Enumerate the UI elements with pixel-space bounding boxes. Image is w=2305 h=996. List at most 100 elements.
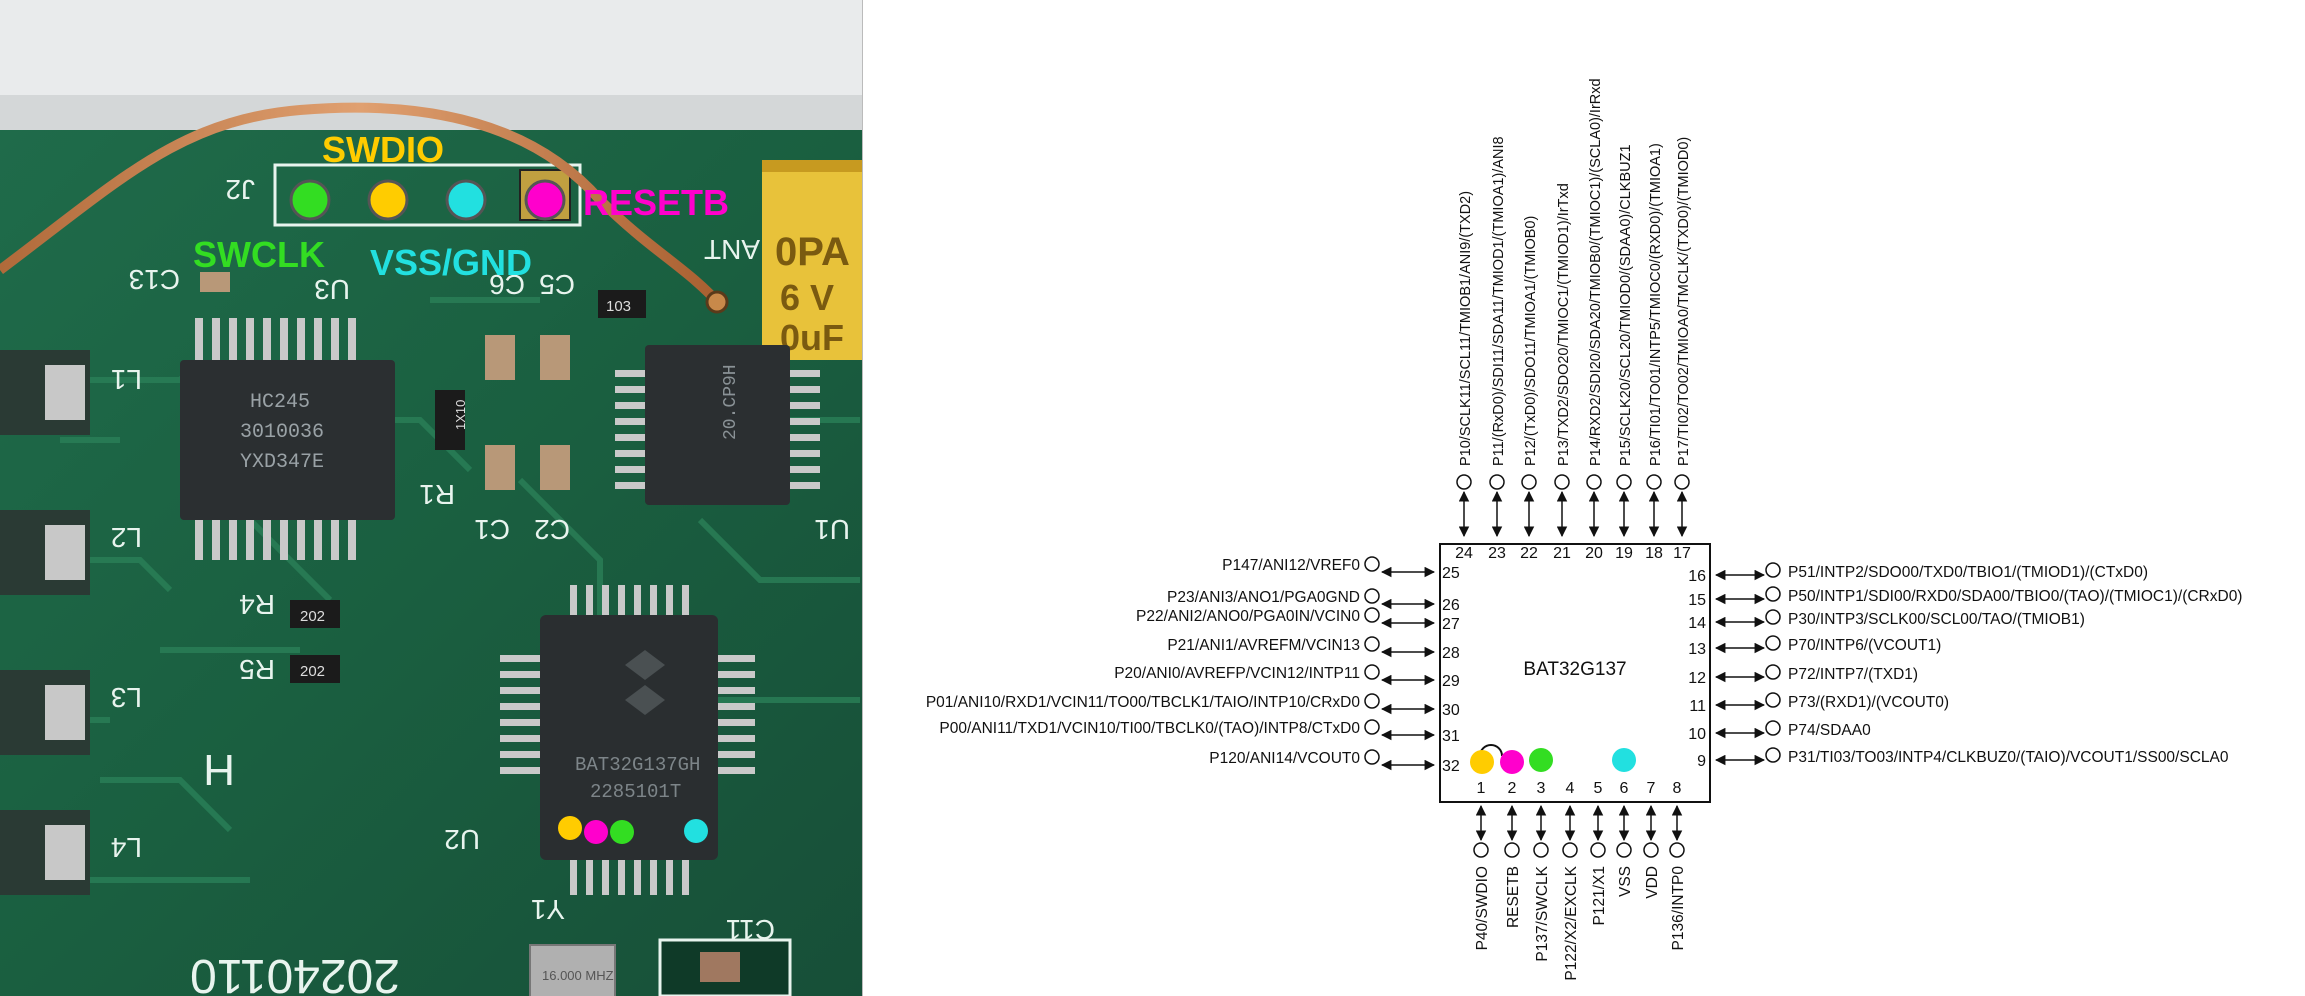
pin-number: 30 (1442, 702, 1460, 719)
hc245-chip: HC245 3010036 YXD347E (180, 318, 395, 560)
pin-number: 6 (1620, 780, 1629, 797)
silk-c2: C2 (534, 514, 570, 545)
pin-label: P74/SDAA0 (1788, 722, 1871, 739)
pin-circle (1616, 474, 1632, 490)
pin-number: 7 (1647, 780, 1656, 797)
pin-label: P11/(RxD0)/SDI11/SDA11/TMIOD1/(TMIOA1)/A… (1491, 136, 1507, 466)
pin-circle (1586, 474, 1602, 490)
pin-circle (1533, 842, 1549, 858)
pin-number: 13 (1688, 641, 1706, 658)
pin-label: P136/INTP0 (1670, 866, 1687, 951)
pin-number: 11 (1689, 698, 1706, 715)
pin-label: P20/ANI0/AVREFP/VCIN12/INTP11 (1114, 665, 1360, 682)
pcb-photo-drawing: L1 L2 L3 L4 J2 C13 U3 C6 C5 ANT R1 C1 C2… (0, 0, 862, 996)
silk-c6: C6 (489, 269, 525, 300)
pin-label: P14/RXD2/SDI20/SDA20/TMIOB0/(TMIOC1)/(SC… (1588, 78, 1604, 466)
copper-wire (0, 102, 724, 309)
silk-c5: C5 (539, 269, 575, 300)
silk-r1: R1 (419, 479, 455, 510)
pin-label: P122/X2/EXCLK (1563, 865, 1580, 980)
pin-circle (1590, 842, 1606, 858)
pin-number: 21 (1553, 545, 1571, 562)
pin-number: 8 (1673, 780, 1682, 797)
dot-pin1-swdio (1470, 750, 1494, 774)
pin-circle (1456, 474, 1472, 490)
pin-number: 10 (1688, 726, 1706, 743)
inductor-group (0, 350, 90, 895)
hc245-line1: HC245 (250, 391, 310, 414)
pin-number: 32 (1442, 758, 1460, 775)
pin-circle (1765, 692, 1781, 708)
right-pin: 12 P72/INTP7/(TXD1) (1688, 664, 1918, 687)
silk-l2: L2 (111, 522, 142, 553)
j2-header-outline (273, 163, 582, 227)
cap-label-bot: 0uF (780, 317, 844, 358)
pin-number: 20 (1585, 545, 1603, 562)
pin-label: P72/INTP7/(TXD1) (1788, 666, 1918, 683)
right-pin: 13 P70/INTP6/(VCOUT1) (1688, 635, 1941, 658)
label-resetb: RESETB (583, 182, 729, 223)
pin-number: 24 (1455, 545, 1473, 562)
pin-label: P23/ANI3/ANO1/PGA0GND (1167, 589, 1360, 606)
silk-c1: C1 (474, 514, 510, 545)
pin-label: P73/(RXD1)/(VCOUT0) (1788, 694, 1949, 711)
pin-circle (1562, 842, 1578, 858)
dot-pin6-vss (1612, 748, 1636, 772)
pin-dot-vss (445, 179, 487, 221)
pin-circle (1669, 842, 1685, 858)
pin-dot-resetb (524, 179, 566, 221)
pin-number: 28 (1442, 645, 1460, 662)
pin-circle (1765, 635, 1781, 651)
pin-circle (1765, 609, 1781, 625)
pin-circle (1364, 693, 1380, 709)
pin-label: P70/INTP6/(VCOUT1) (1788, 637, 1941, 654)
j2-pin-dots (289, 179, 566, 221)
res-1x10-label: 1X10 (453, 400, 468, 430)
pin-label: P137/SWCLK (1534, 865, 1551, 961)
label-swdio: SWDIO (322, 129, 444, 170)
mcu-dot-resetb (584, 820, 608, 844)
mcu-dot-vss (684, 819, 708, 843)
silk-r4: R4 (239, 589, 275, 620)
left-pin: 30 P01/ANI10/RXD1/VCIN11/TO00/TBCLK1/TAIO… (926, 693, 1460, 719)
mcu-pin-dots (558, 816, 708, 844)
top-pin: 19P15/SCLK20/SCL20/TMIOD0/(SDAA0)/CLKBUZ… (1615, 144, 1634, 562)
silk-l1: L1 (111, 364, 142, 395)
pin-circle (1364, 749, 1380, 765)
pin-circle (1765, 664, 1781, 680)
pin-number: 23 (1488, 545, 1506, 562)
pin-label: P31/TI03/TO03/INTP4/CLKBUZ0/(TAIO)/VCOUT… (1788, 749, 2229, 766)
pin-label: P16/TI01/TO01/INTP5/TMIOC0/(RXD0)/(TMIOA… (1648, 143, 1664, 466)
top-pin: 18P16/TI01/TO01/INTP5/TMIOC0/(RXD0)/(TMI… (1645, 143, 1664, 562)
electrolytic-capacitor: 0PA 6 V 0uF (762, 160, 862, 360)
silk-j2: J2 (225, 174, 255, 205)
pin-label: P17/TI02/TO02/TMIOA0/TMCLK/(TXD0)/(TMIOD… (1676, 137, 1692, 466)
pinout-svg: BAT32G137 24P10/SCLK11/SCL11/TMIOB1/ANI9… (862, 0, 2242, 996)
mcu-dot-swdio (558, 816, 582, 840)
pin-circle (1765, 720, 1781, 736)
pin-number: 16 (1688, 568, 1706, 585)
pin-number: 19 (1615, 545, 1633, 562)
pin-circle (1643, 842, 1659, 858)
pin-circle (1364, 588, 1380, 604)
pin-number: 27 (1442, 616, 1460, 633)
pin-number: 12 (1688, 670, 1706, 687)
top-pin: 20 P14/RXD2/SDI20/SDA20/TMIOB0/(TMIOC1)/(… (1585, 78, 1604, 562)
pin-label: RESETB (1505, 866, 1522, 928)
crystal: 16.000 MHZ (529, 944, 616, 996)
pin-circle (1364, 636, 1380, 652)
pin-label: P147/ANI12/VREF0 (1222, 557, 1360, 574)
pin-label: P01/ANI10/RXD1/VCIN11/TO00/TBCLK1/TAIO/I… (926, 694, 1361, 711)
